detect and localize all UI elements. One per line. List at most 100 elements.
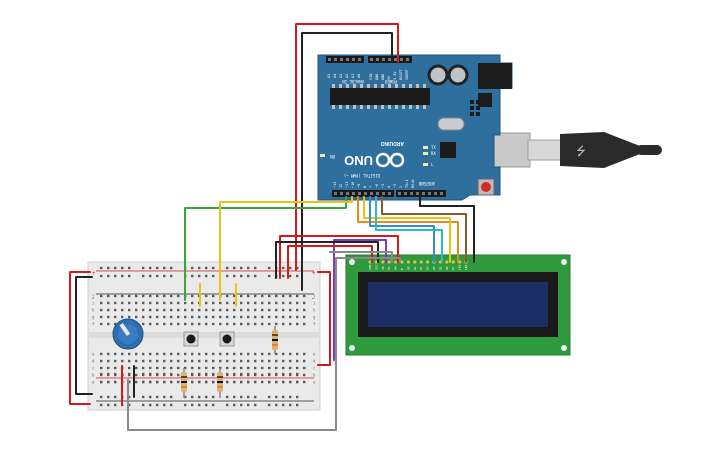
bb-hole[interactable]	[289, 380, 292, 384]
bb-hole[interactable]	[163, 308, 166, 312]
bb-hole[interactable]	[268, 352, 271, 356]
bb-hole[interactable]	[226, 359, 229, 363]
bb-hole[interactable]	[247, 366, 250, 370]
bb-hole[interactable]	[289, 315, 292, 319]
bb-hole[interactable]	[191, 395, 194, 399]
bb-hole[interactable]	[135, 294, 138, 298]
bb-hole[interactable]	[156, 395, 159, 399]
bb-hole[interactable]	[254, 366, 257, 370]
bb-hole[interactable]	[163, 373, 166, 377]
header-pin[interactable]	[422, 192, 425, 195]
bb-hole[interactable]	[226, 315, 229, 319]
bb-hole[interactable]	[205, 301, 208, 305]
bb-hole[interactable]	[191, 359, 194, 363]
bb-hole[interactable]	[296, 352, 299, 356]
bb-hole[interactable]	[163, 366, 166, 370]
bb-hole[interactable]	[149, 322, 152, 326]
bb-hole[interactable]	[289, 266, 292, 270]
bb-hole[interactable]	[261, 373, 264, 377]
header-pin[interactable]	[376, 58, 379, 61]
bb-hole[interactable]	[240, 294, 243, 298]
lcd-pin[interactable]	[445, 260, 449, 264]
bb-hole[interactable]	[100, 366, 103, 370]
header-pin[interactable]	[382, 192, 385, 195]
bb-hole[interactable]	[233, 301, 236, 305]
bb-hole[interactable]	[163, 359, 166, 363]
bb-hole[interactable]	[303, 352, 306, 356]
bb-hole[interactable]	[198, 308, 201, 312]
bb-hole[interactable]	[226, 308, 229, 312]
bb-hole[interactable]	[296, 266, 299, 270]
bb-hole[interactable]	[226, 380, 229, 384]
bb-hole[interactable]	[156, 359, 159, 363]
bb-hole[interactable]	[114, 322, 117, 326]
bb-hole[interactable]	[142, 266, 145, 270]
bb-hole[interactable]	[163, 301, 166, 305]
bb-hole[interactable]	[100, 266, 103, 270]
bb-hole[interactable]	[156, 380, 159, 384]
bb-hole[interactable]	[303, 380, 306, 384]
bb-hole[interactable]	[149, 403, 152, 407]
bb-hole[interactable]	[107, 308, 110, 312]
potentiometer[interactable]	[112, 318, 144, 350]
bb-hole[interactable]	[114, 301, 117, 305]
bb-hole[interactable]	[177, 301, 180, 305]
bb-hole[interactable]	[184, 366, 187, 370]
header-pin[interactable]	[346, 192, 349, 195]
bb-hole[interactable]	[128, 308, 131, 312]
bb-hole[interactable]	[247, 301, 250, 305]
bb-hole[interactable]	[282, 322, 285, 326]
bb-hole[interactable]	[142, 308, 145, 312]
bb-hole[interactable]	[198, 395, 201, 399]
bb-hole[interactable]	[268, 373, 271, 377]
bb-hole[interactable]	[303, 301, 306, 305]
bb-hole[interactable]	[233, 403, 236, 407]
bb-hole[interactable]	[282, 266, 285, 270]
bb-hole[interactable]	[170, 395, 173, 399]
bb-hole[interactable]	[254, 294, 257, 298]
bb-hole[interactable]	[156, 274, 159, 278]
bb-hole[interactable]	[282, 315, 285, 319]
bb-hole[interactable]	[261, 359, 264, 363]
bb-hole[interactable]	[212, 322, 215, 326]
bb-hole[interactable]	[289, 403, 292, 407]
bb-hole[interactable]	[205, 352, 208, 356]
bb-hole[interactable]	[107, 274, 110, 278]
bb-hole[interactable]	[177, 308, 180, 312]
bb-hole[interactable]	[163, 322, 166, 326]
bb-hole[interactable]	[156, 366, 159, 370]
bb-hole[interactable]	[303, 308, 306, 312]
bb-hole[interactable]	[296, 274, 299, 278]
reset-button[interactable]	[481, 182, 491, 192]
bb-hole[interactable]	[212, 274, 215, 278]
bb-hole[interactable]	[198, 352, 201, 356]
lcd-pin[interactable]	[451, 260, 455, 264]
bb-hole[interactable]	[240, 373, 243, 377]
bb-hole[interactable]	[282, 308, 285, 312]
bb-hole[interactable]	[114, 315, 117, 319]
header-pin[interactable]	[364, 192, 367, 195]
bb-hole[interactable]	[205, 266, 208, 270]
bb-hole[interactable]	[121, 301, 124, 305]
bb-hole[interactable]	[121, 352, 124, 356]
bb-hole[interactable]	[177, 322, 180, 326]
bb-hole[interactable]	[184, 315, 187, 319]
bb-hole[interactable]	[177, 352, 180, 356]
bb-hole[interactable]	[100, 301, 103, 305]
bb-hole[interactable]	[184, 395, 187, 399]
bb-hole[interactable]	[212, 315, 215, 319]
bb-hole[interactable]	[170, 373, 173, 377]
bb-hole[interactable]	[149, 266, 152, 270]
bb-hole[interactable]	[191, 266, 194, 270]
bb-hole[interactable]	[289, 395, 292, 399]
bb-hole[interactable]	[184, 322, 187, 326]
bb-hole[interactable]	[114, 395, 117, 399]
bb-hole[interactable]	[247, 373, 250, 377]
bb-hole[interactable]	[296, 308, 299, 312]
bb-hole[interactable]	[247, 403, 250, 407]
bb-hole[interactable]	[289, 301, 292, 305]
bb-hole[interactable]	[219, 322, 222, 326]
bb-hole[interactable]	[261, 322, 264, 326]
push-button[interactable]	[219, 331, 235, 347]
